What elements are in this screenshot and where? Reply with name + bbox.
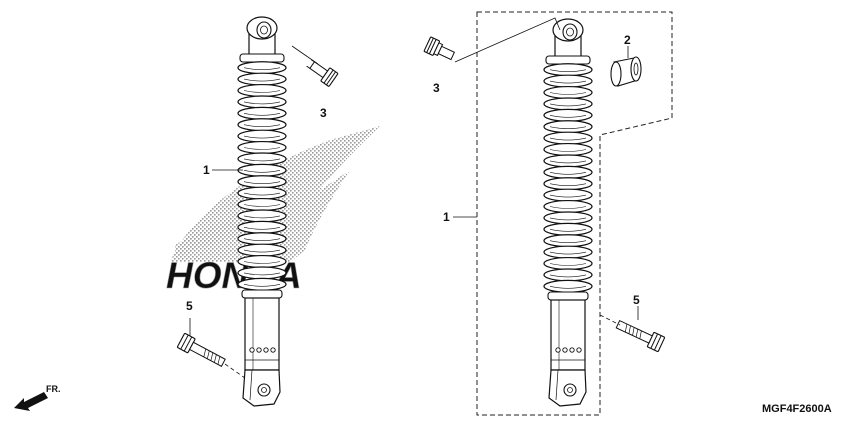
coil-shade — [549, 240, 587, 243]
callout-5-left: 5 — [186, 299, 193, 313]
bolt-3-left — [306, 59, 339, 87]
spring-seat — [239, 53, 285, 63]
adjuster-hole — [555, 347, 561, 353]
damper-body — [244, 297, 280, 371]
coil-shade — [549, 172, 587, 175]
lower-mount-hole-inner — [261, 387, 267, 393]
adjuster-hole — [270, 347, 276, 353]
coil-shade — [243, 238, 281, 241]
coil-shade — [243, 261, 281, 264]
callout-3-left: 3 — [320, 106, 327, 120]
coil-shade — [549, 126, 587, 129]
coil-shade — [549, 206, 587, 209]
coil-shade — [243, 272, 281, 276]
coil-shade — [243, 113, 281, 116]
coil-shade — [549, 194, 587, 198]
coil-shade — [549, 251, 587, 255]
lower-spring-seat — [547, 291, 589, 301]
coil-shade — [549, 274, 587, 278]
coil-shade — [243, 101, 281, 105]
bolt-3-right — [423, 36, 456, 61]
coil-shade — [549, 263, 587, 266]
front-arrow-icon — [14, 392, 48, 411]
coil-shade — [549, 217, 587, 221]
adjuster-hole — [249, 347, 255, 353]
assembly-frame — [476, 11, 673, 416]
adjuster-hole — [562, 347, 568, 353]
lower-mount-hole-inner — [567, 387, 573, 393]
wing-logo-tail — [175, 212, 260, 258]
damper-body — [550, 299, 586, 371]
coil-shade — [549, 80, 587, 84]
coil-shade — [243, 170, 281, 173]
coil-shade — [243, 147, 281, 150]
callout-3-right: 3 — [433, 81, 440, 95]
coil-shade — [549, 229, 587, 232]
right-shock-absorber — [543, 18, 593, 407]
bolt-5-left — [176, 332, 226, 367]
callout-2: 2 — [624, 33, 631, 47]
diagram-code: MGF4F2600A — [762, 403, 832, 415]
leader-line — [454, 17, 561, 63]
coil-shade — [243, 158, 281, 162]
clevis-edge — [555, 369, 559, 401]
front-label: FR. — [46, 384, 61, 394]
coil-shade — [243, 204, 281, 207]
callout-1-left: 1 — [203, 163, 210, 177]
upper-eye-bushing — [566, 27, 574, 37]
leader-line — [224, 363, 246, 379]
coil-shade — [243, 192, 281, 196]
upper-eye-bushing — [260, 25, 268, 35]
adjuster-hole — [256, 347, 262, 353]
coil-shade — [243, 67, 281, 70]
leader-line — [599, 314, 621, 326]
adjuster-hole — [263, 347, 269, 353]
coil-shade — [243, 249, 281, 253]
bolt-5-right — [615, 319, 666, 353]
callout-1-right: 1 — [443, 210, 450, 224]
coil-shade — [243, 78, 281, 82]
coil-shade — [243, 135, 281, 139]
coil-shade — [243, 227, 281, 230]
coil-shade — [243, 284, 281, 287]
coil-shade — [243, 215, 281, 219]
coil-shade — [549, 183, 587, 186]
spring-seat — [545, 55, 591, 65]
coil-shade — [549, 137, 587, 141]
lower-spring-seat — [241, 289, 283, 299]
clevis-edge — [249, 369, 253, 401]
callout-5-right: 5 — [633, 293, 640, 307]
adjuster-hole — [576, 347, 582, 353]
coil-shade — [549, 103, 587, 107]
leader-line — [291, 45, 319, 65]
coil-shade — [243, 124, 281, 127]
coil-shade — [243, 181, 281, 184]
coil-shade — [549, 115, 587, 118]
left-shock-absorber — [237, 16, 287, 407]
coil-shade — [549, 69, 587, 72]
coil-shade — [243, 90, 281, 93]
coil-shade — [549, 149, 587, 152]
coil-shade — [549, 92, 587, 95]
coil-shade — [549, 160, 587, 164]
adjuster-hole — [569, 347, 575, 353]
bushing-2 — [610, 56, 642, 87]
front-direction-indicator: FR. — [14, 384, 61, 411]
coil-shade — [549, 286, 587, 289]
